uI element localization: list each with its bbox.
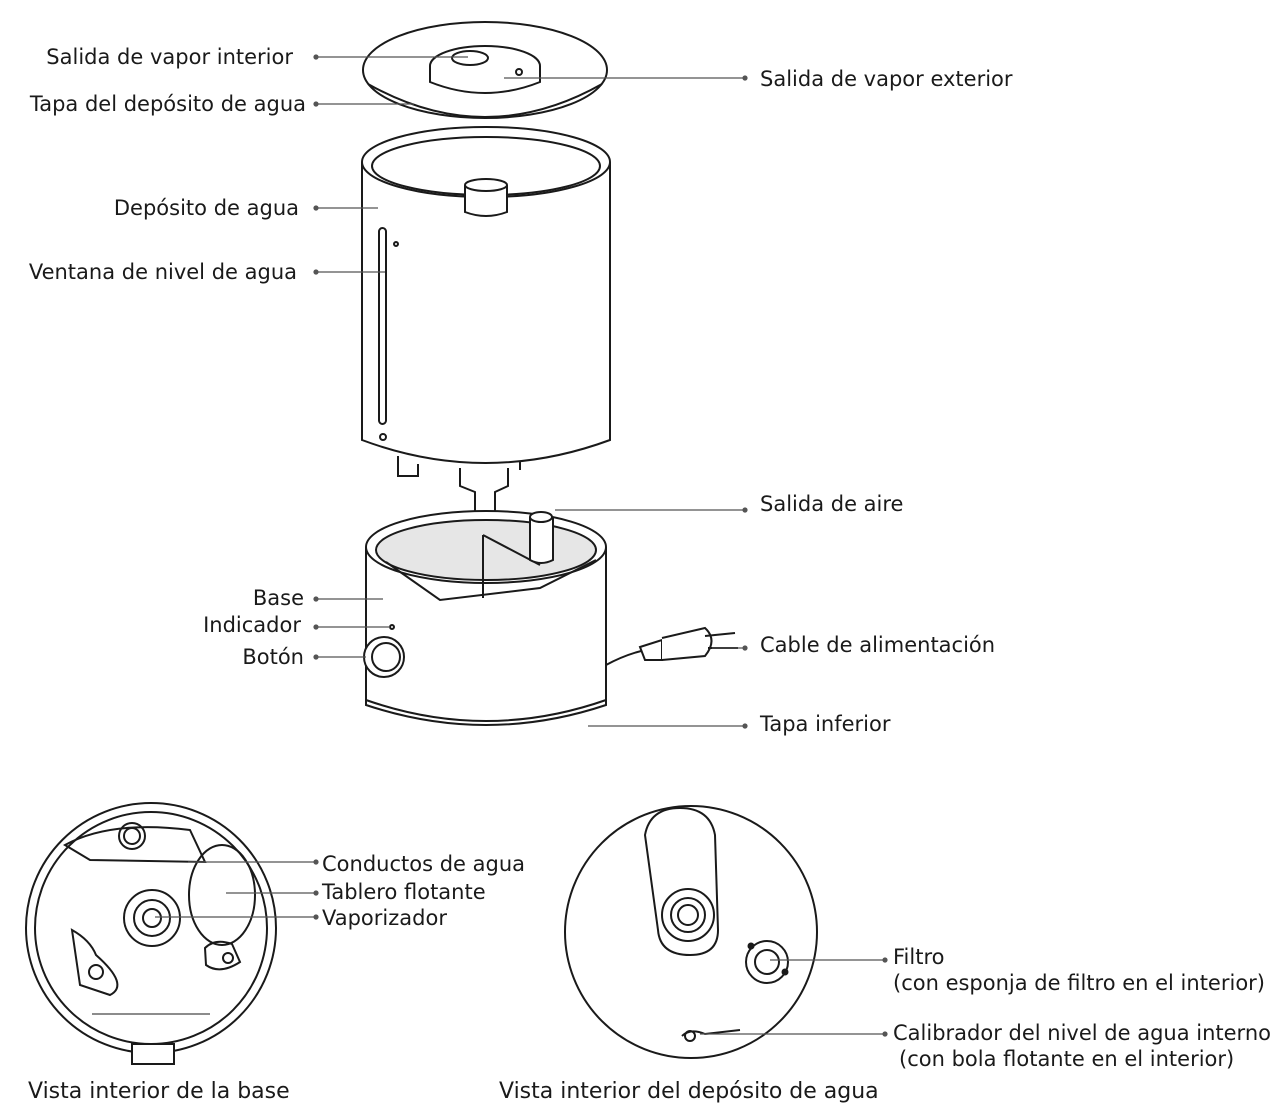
label-air-outlet: Salida de aire [760, 492, 904, 516]
label-water-tank: Depósito de agua [113, 196, 299, 220]
label-base: Base [252, 586, 304, 610]
base-drawing [363, 510, 738, 726]
caption-base-interior: Vista interior de la base [28, 1079, 290, 1104]
label-filter-title: Filtro [893, 945, 945, 969]
label-indicator: Indicador [203, 613, 301, 637]
base-interior-drawing [25, 802, 277, 1065]
label-filter: Filtro (con esponja de filtro en el inte… [893, 944, 1265, 996]
label-inner-steam-outlet: Salida de vapor interior [46, 45, 293, 69]
label-float-board: Tablero flotante [322, 880, 486, 904]
label-filter-note: (con esponja de filtro en el interior) [893, 971, 1265, 995]
caption-tank-interior: Vista interior del depósito de agua [499, 1079, 879, 1104]
label-power-cable: Cable de alimentación [760, 633, 996, 657]
label-water-level-window: Ventana de nivel de agua [28, 260, 297, 284]
label-tank-lid: Tapa del depósito de agua [29, 92, 306, 116]
label-water-level-gauge-title: Calibrador del nivel de agua interno [893, 1021, 1271, 1045]
tank-interior-drawing [564, 805, 818, 1059]
leader-lines [155, 54, 888, 1037]
label-outer-steam-outlet: Salida de vapor exterior [760, 67, 1013, 91]
label-water-level-gauge: Calibrador del nivel de agua interno (co… [893, 1020, 1271, 1072]
label-bottom-cover: Tapa inferior [760, 712, 891, 736]
label-water-level-gauge-note: (con bola flotante en el interior) [899, 1047, 1235, 1071]
label-atomizer: Vaporizador [322, 906, 447, 930]
label-button: Botón [242, 645, 304, 669]
label-water-ducts: Conductos de agua [322, 852, 526, 876]
water-tank-drawing [361, 126, 611, 513]
tank-lid-drawing [362, 21, 608, 119]
